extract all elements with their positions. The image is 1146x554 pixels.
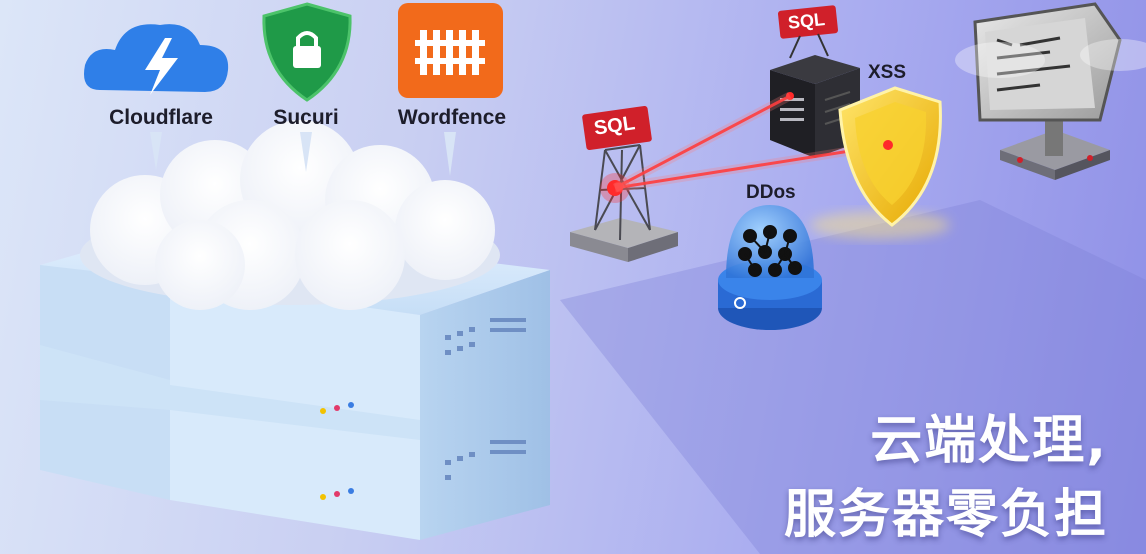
floor-shadow	[560, 200, 1146, 554]
wordfence-badge	[398, 3, 503, 98]
xss-label: XSS	[868, 62, 907, 83]
cloudflare-badge	[84, 24, 229, 95]
attack-server	[770, 5, 860, 158]
ddos-dome	[718, 205, 822, 330]
padlock-icon	[293, 46, 321, 68]
server-stack	[40, 225, 550, 540]
headline-line-2: 服务器零负担	[783, 485, 1108, 545]
sucuri-badge	[262, 2, 352, 102]
sql-sign-top: SQL	[787, 9, 826, 33]
sucuri-label: Sucuri	[273, 106, 339, 129]
lightning-icon	[145, 38, 178, 95]
headline-line-1: 云端处理,	[870, 411, 1108, 471]
xss-shield	[838, 86, 942, 227]
laser-beams	[612, 92, 889, 193]
cloudflare-label: Cloudflare	[109, 106, 213, 129]
monitor	[973, 2, 1122, 180]
cloud	[80, 120, 500, 310]
fence-icon	[415, 30, 485, 75]
ddos-label: DDos	[746, 182, 796, 203]
wordfence-label: Wordfence	[397, 106, 507, 129]
